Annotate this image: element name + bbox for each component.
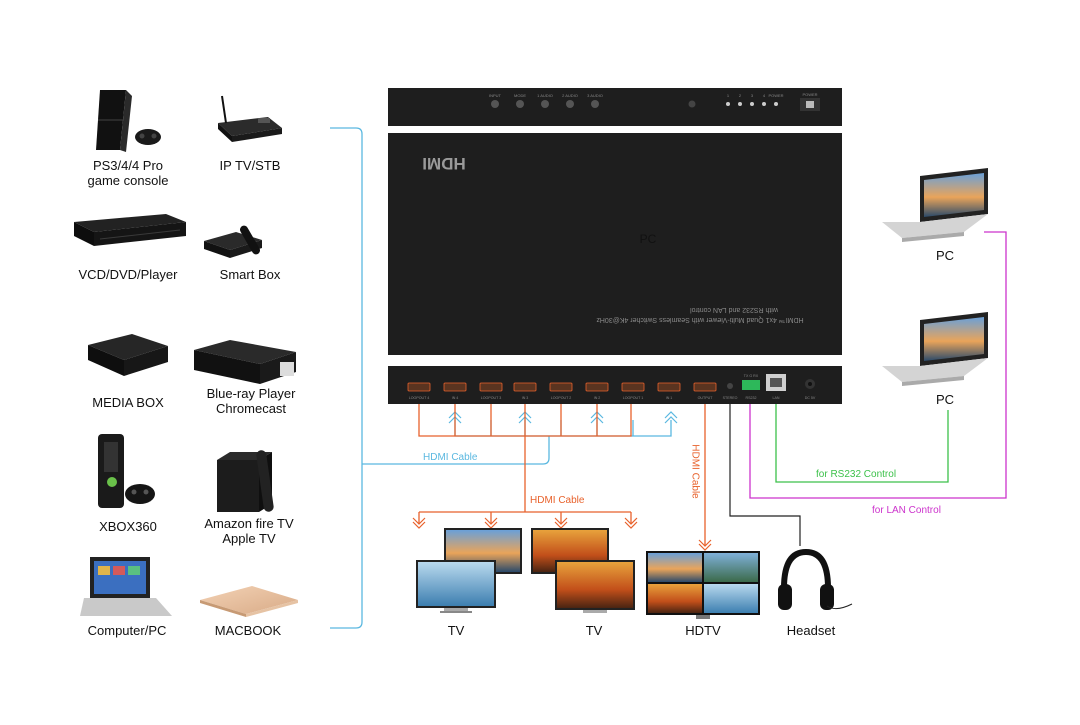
device-center-label: PC bbox=[640, 232, 657, 246]
rs232-cable-label: for RS232 Control bbox=[816, 469, 897, 480]
rear-port-label: LAN bbox=[773, 396, 780, 400]
macbook-image bbox=[200, 586, 298, 617]
ps4-console-image bbox=[96, 90, 161, 152]
rear-port-label: IN 4 bbox=[452, 396, 459, 400]
hdtv-image bbox=[646, 551, 760, 619]
tv-left-label: TV bbox=[447, 623, 465, 638]
hdmi-output-arrows bbox=[412, 517, 712, 551]
pc-laptop-top-image bbox=[882, 168, 988, 242]
rear-port-label: IN 3 bbox=[522, 396, 529, 400]
hdmi-input-arrows bbox=[448, 411, 678, 424]
front-button-label: 3 AUDIO bbox=[587, 93, 603, 98]
hdmi-logo: HDMI bbox=[422, 154, 465, 173]
device-top-panel: HDMI PC HDMI™ 4x1 Quad Multi-Viewer with… bbox=[388, 133, 842, 355]
bluray-player-image bbox=[194, 340, 296, 384]
bluray-label-line2: Chromecast bbox=[215, 401, 287, 416]
rear-port-label: LOOPOUT 4 bbox=[409, 396, 430, 400]
tv-right-label: TV bbox=[585, 623, 603, 638]
fire-tv-label-line2: Apple TV bbox=[222, 531, 276, 546]
rs232-cable bbox=[775, 400, 949, 483]
headset-label: Headset bbox=[786, 623, 836, 638]
rear-port-label: STEREO bbox=[723, 396, 738, 400]
device-front-button-labels: INPUT MODE 1 AUDIO 2 AUDIO 3 AUDIO 1 2 3… bbox=[489, 92, 818, 98]
fire-tv-label-line1: Amazon fire TV bbox=[204, 516, 294, 531]
dvd-player-image bbox=[74, 214, 186, 246]
hdmi-output-bundle bbox=[418, 400, 706, 546]
tv-right-group-image bbox=[531, 528, 635, 613]
tv-left-group-image bbox=[416, 528, 522, 613]
smart-box-label: Smart Box bbox=[219, 267, 281, 282]
hdtv-label: HDTV bbox=[685, 623, 721, 638]
device-rear-panel bbox=[388, 366, 842, 404]
front-led-label: 1 bbox=[727, 93, 730, 98]
rear-port-label: DC 5V bbox=[805, 396, 816, 400]
ps4-label-line2: game console bbox=[87, 173, 169, 188]
front-led-label: 4 bbox=[763, 93, 766, 98]
rear-port-label: LOOPOUT 3 bbox=[481, 396, 502, 400]
iptv-label: IP TV/STB bbox=[219, 158, 281, 173]
fire-tv-label: Amazon fire TV Apple TV bbox=[194, 516, 304, 546]
xbox360-image bbox=[98, 434, 155, 508]
headset-cable bbox=[729, 400, 801, 546]
front-led-label: 3 bbox=[751, 93, 754, 98]
iptv-stb-image bbox=[218, 95, 282, 142]
device-front-panel bbox=[388, 88, 842, 126]
front-led-label: 2 bbox=[739, 93, 742, 98]
power-switch-label: POWER bbox=[802, 92, 817, 97]
front-button-label: MODE bbox=[514, 93, 526, 98]
ps4-label-line1: PS3/4/4 Pro bbox=[92, 158, 164, 173]
pc-laptop-bottom-image bbox=[882, 312, 988, 386]
front-led-label: POWER bbox=[768, 93, 783, 98]
device-caption-line2: with RS232 and LAN control bbox=[690, 306, 779, 313]
lan-cable bbox=[749, 231, 1007, 499]
smart-box-image bbox=[204, 225, 262, 258]
amazon-fire-tv-image bbox=[217, 450, 274, 512]
lan-cable-label: for LAN Control bbox=[872, 505, 941, 516]
front-button-label: INPUT bbox=[489, 93, 502, 98]
rs232-pin-label: TX G RX bbox=[744, 374, 759, 378]
rear-port-label: IN 2 bbox=[594, 396, 601, 400]
pc-bottom-label: PC bbox=[935, 392, 955, 407]
rear-port-label: IN 1 bbox=[666, 396, 673, 400]
hdmi-output-cable-label: HDMI Cable bbox=[530, 495, 585, 506]
pc-top-label: PC bbox=[935, 248, 955, 263]
hdmi-input-cable-label: HDMI Cable bbox=[423, 452, 478, 463]
computer-label: Computer/PC bbox=[87, 623, 167, 638]
rear-port-label: RS232 bbox=[746, 396, 757, 400]
bluray-label-line1: Blue-ray Player bbox=[206, 386, 296, 401]
laptop-computer-image bbox=[80, 557, 172, 616]
rear-port-label: LOOPOUT 2 bbox=[551, 396, 572, 400]
device-caption-line1: HDMI™ 4x1 Quad Multi-Viewer with Seamles… bbox=[596, 316, 804, 323]
media-box-label: MEDIA BOX bbox=[92, 395, 164, 410]
bluray-label: Blue-ray Player Chromecast bbox=[196, 386, 306, 416]
vcd-label: VCD/DVD/Player bbox=[78, 267, 178, 282]
ps4-label: PS3/4/4 Pro game console bbox=[78, 158, 178, 188]
headset-image bbox=[778, 548, 853, 610]
xbox-label: XBOX360 bbox=[99, 519, 157, 534]
front-button-label: 2 AUDIO bbox=[562, 93, 578, 98]
device-rear-port-labels: LOOPOUT 4 IN 4 LOOPOUT 3 IN 3 LOOPOUT 2 … bbox=[409, 374, 816, 400]
rear-port-label: LOOPOUT 1 bbox=[623, 396, 644, 400]
macbook-label: MACBOOK bbox=[214, 623, 282, 638]
media-box-image bbox=[88, 334, 168, 376]
front-button-label: 1 AUDIO bbox=[537, 93, 553, 98]
hdmi-vertical-cable-label: HDMI Cable bbox=[689, 444, 701, 499]
rear-port-label: OUTPUT bbox=[698, 396, 714, 400]
